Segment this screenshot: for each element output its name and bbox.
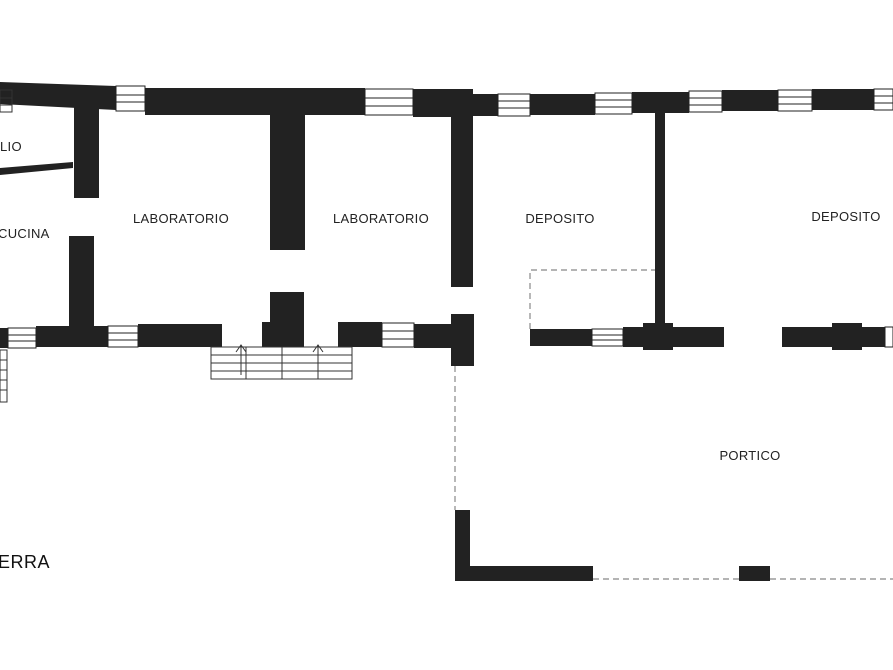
wall-bottom-segment (36, 326, 108, 347)
side-steps (0, 89, 13, 113)
walls (0, 82, 885, 581)
wall-interior (655, 112, 665, 328)
wall-top-segment (530, 94, 595, 115)
window (7, 327, 37, 349)
wall-bottom-segment (530, 329, 592, 346)
room-label-deposito-1: DEPOSITO (525, 211, 594, 226)
window (115, 85, 146, 112)
wall-top-segment (473, 94, 498, 116)
wall-interior (270, 110, 305, 250)
portico-wall (455, 510, 470, 581)
arrow-up-icon (312, 344, 324, 375)
arrow-up-icon (235, 344, 247, 375)
entrance-steps (210, 344, 353, 380)
wall-bagno (0, 162, 73, 175)
wall-bottom-segment (138, 324, 222, 347)
window (107, 325, 139, 348)
room-label-deposito-2: DEPOSITO (811, 209, 880, 224)
dashed-outlines (454, 269, 893, 580)
room-label-laboratorio-2: LABORATORIO (333, 211, 429, 226)
room-label-laboratorio-1: LABORATORIO (133, 211, 229, 226)
wall-top-segment (812, 89, 874, 110)
room-label-portico: PORTICO (719, 448, 780, 463)
pillar (832, 323, 862, 350)
wall-interior (74, 96, 99, 198)
window (594, 92, 633, 115)
window (497, 93, 531, 117)
window (381, 322, 415, 348)
room-label-bagno: LIO (0, 139, 22, 154)
pillar (739, 566, 770, 581)
wall-top-segment (632, 92, 689, 113)
wall-bottom-segment (0, 328, 8, 348)
wall-interior (451, 112, 473, 287)
window (884, 326, 893, 348)
portico-wall (455, 566, 593, 581)
wall-bottom-segment (623, 327, 724, 347)
pillar (643, 323, 673, 350)
window (873, 88, 893, 111)
wall-top-segment (145, 88, 365, 115)
window (364, 88, 414, 116)
window (591, 328, 624, 347)
dashed-area (529, 269, 655, 329)
side-steps (0, 349, 8, 403)
wall-top-segment (722, 90, 778, 111)
wall-bottom-segment (338, 322, 382, 347)
room-label-cucina: CUCINA (0, 226, 50, 241)
window (777, 89, 813, 112)
window (688, 90, 723, 113)
floor-label: ERRA (0, 552, 50, 572)
wall-interior (69, 236, 94, 332)
windows (7, 85, 893, 349)
pillar (451, 314, 474, 366)
wall-bottom-segment (262, 322, 304, 347)
